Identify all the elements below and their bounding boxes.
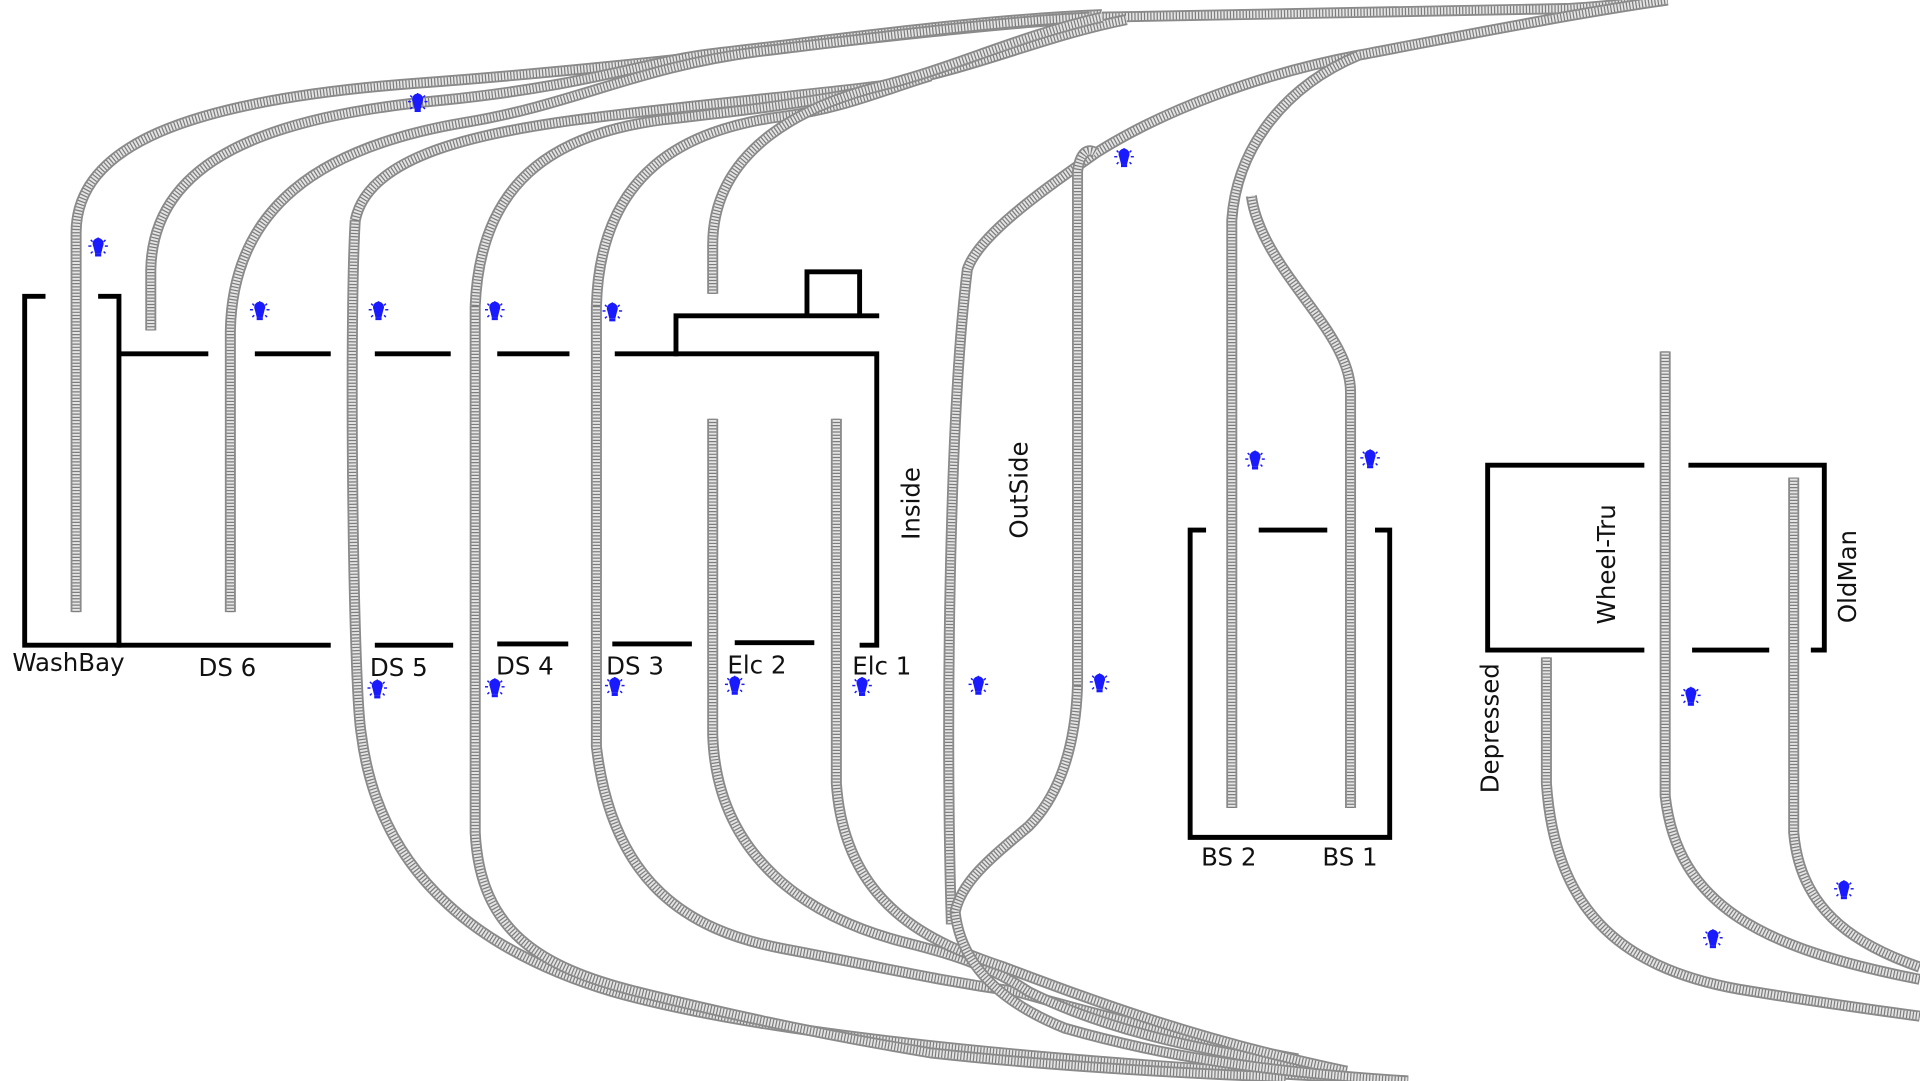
track-elc1 (830, 418, 1348, 1077)
light-bulb-icon[interactable] (967, 675, 989, 696)
light-bulb-icon[interactable] (851, 676, 873, 697)
office-annex (673, 269, 880, 357)
track-depressed (1540, 657, 1920, 1022)
label-bs1: BS 1 (1322, 843, 1377, 872)
light-bulb-icon[interactable] (604, 676, 626, 697)
track-bs2 (1226, 50, 1362, 808)
label-washbay: WashBay (12, 648, 124, 677)
light-bulb-icon[interactable] (367, 300, 390, 321)
light-bulb-icon[interactable] (1702, 928, 1724, 949)
label-ds3: DS 3 (606, 652, 664, 681)
label-outside: OutSide (1004, 441, 1033, 538)
labels: WashBay DS 6 DS 5 DS 4 DS 3 Elc 2 Elc 1 … (12, 441, 1862, 871)
label-ds4: DS 4 (496, 652, 554, 681)
track-bs1 (1245, 195, 1357, 808)
track-ds3 (590, 70, 1299, 1065)
ds-building-bottom-walls (116, 640, 815, 648)
label-wheel-tru: Wheel-Tru (1592, 504, 1621, 624)
light-bulb-icon[interactable] (366, 678, 388, 700)
light-bulb-icon[interactable] (1089, 672, 1111, 694)
ds-building-top-walls (116, 351, 880, 648)
bs-building (1187, 527, 1393, 840)
label-oldman: OldMan (1833, 530, 1862, 623)
track-wheel-tru (1659, 351, 1920, 985)
light-bulb-icon[interactable] (1244, 449, 1266, 471)
light-bulb-icon[interactable] (1833, 879, 1855, 900)
light-bulb-icon[interactable] (1359, 448, 1381, 470)
light-bulb-icon[interactable] (601, 301, 623, 323)
wheel-tru-building (1485, 462, 1827, 653)
label-ds6: DS 6 (199, 653, 257, 682)
track-outside-2 (949, 145, 1409, 1081)
label-inside: Inside (897, 467, 926, 540)
label-elc2: Elc 2 (727, 650, 786, 679)
light-bulb-icon[interactable] (1680, 686, 1702, 707)
track-elc2-top (707, 11, 1104, 294)
light-bulb-icon[interactable] (484, 300, 506, 321)
label-depressed: Depressed (1476, 663, 1505, 793)
light-bulb-icon[interactable] (249, 300, 271, 321)
washbay-building (22, 293, 122, 648)
track-ds5 (346, 14, 1409, 1081)
label-elc1: Elc 1 (852, 652, 911, 681)
walls (22, 269, 1827, 840)
light-bulb-icon[interactable] (484, 677, 506, 698)
track-ds4 (469, 82, 1286, 1081)
track-ds6 (224, 11, 1091, 613)
light-bulb-icon[interactable] (724, 675, 746, 696)
light-bulb-icon[interactable] (87, 236, 109, 258)
track-oldman (1788, 477, 1920, 973)
label-ds5: DS 5 (370, 653, 428, 682)
label-bs2: BS 2 (1201, 843, 1256, 872)
tracks (70, 0, 1920, 1081)
light-bulb-icon[interactable] (1113, 147, 1135, 168)
